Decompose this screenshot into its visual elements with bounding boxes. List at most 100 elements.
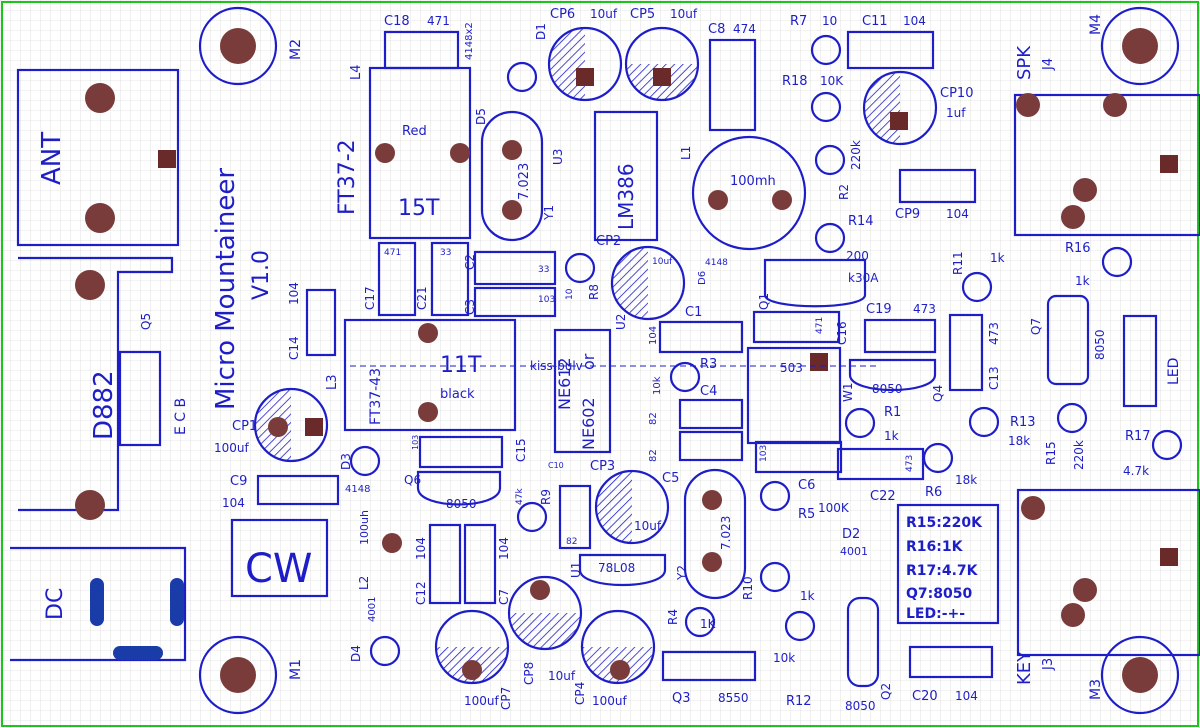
component-label-r3v: 10k	[652, 376, 663, 395]
component-label-c7: C7	[497, 589, 511, 605]
component-label-w1: W1	[841, 383, 855, 403]
component-label-l1: L1	[679, 146, 693, 160]
component-label-c8: C8	[708, 22, 725, 37]
component-label-r5: R5	[798, 507, 815, 522]
component-label-ft3743: FT37-43	[368, 368, 384, 425]
component-label-c11v: 104	[903, 14, 926, 28]
component-label-d4v: 4001	[367, 597, 378, 622]
component-label-r13: R13	[1010, 415, 1036, 430]
component-label-q3: Q3	[672, 691, 691, 706]
component-label-q3v: 8550	[718, 691, 749, 705]
component-label-m4: M4	[1088, 14, 1104, 35]
component-label-q4: Q4	[931, 385, 945, 402]
component-label-d1v: 4148x2	[464, 22, 475, 60]
watermark: kiss-bulv	[530, 359, 583, 373]
component-label-r2: R2	[837, 184, 851, 200]
component-label-c5: C5	[662, 471, 679, 486]
component-label-l2: L2	[357, 576, 371, 590]
component-label-r5v: 100K	[818, 501, 850, 515]
component-label-c19v: 473	[913, 302, 936, 316]
component-label-c1v: 104	[648, 326, 659, 345]
component-label-d4: D4	[349, 645, 363, 662]
component-label-cp10v: 1uf	[946, 106, 966, 120]
component-label-spk: SPK	[1014, 45, 1035, 80]
component-label-u2: U2	[614, 314, 628, 330]
component-label-u3: U3	[551, 149, 565, 165]
component-label-cp5: CP5	[630, 7, 655, 22]
component-label-dc: DC	[43, 588, 68, 620]
component-label-r8: R8	[587, 284, 601, 300]
component-label-r10v: 1k	[800, 589, 815, 603]
component-label-t15: 15T	[398, 196, 440, 221]
component-label-c103: 103	[411, 435, 420, 450]
component-label-c8v: 474	[733, 22, 756, 36]
component-label-cp9v: 104	[946, 207, 969, 221]
component-label-c21v: 33	[440, 248, 451, 258]
component-label-r18: R18	[782, 74, 808, 89]
note-1: R15:220K	[906, 515, 983, 531]
board-version: V1.0	[249, 250, 274, 300]
component-label-ecb: E C B	[173, 398, 189, 435]
component-label-c6: C6	[798, 478, 815, 493]
component-label-c12v: 104	[414, 537, 428, 560]
component-label-q4v: 8050	[872, 382, 903, 396]
component-label-key: KEY	[1014, 650, 1035, 685]
label-layer: Micro Mountaineer V1.0 CW kiss-bulv R15:…	[211, 168, 983, 622]
component-label-r7: R7	[790, 14, 807, 29]
component-label-r3: R3	[700, 357, 717, 372]
component-label-c14: C14	[287, 336, 301, 360]
component-label-ft372: FT37-2	[335, 139, 360, 215]
component-label-q6v: 8050	[446, 497, 477, 511]
component-label-r9: R9	[539, 489, 553, 505]
note-2: R16:1K	[906, 539, 964, 555]
component-label-q1v: k30A	[848, 271, 879, 285]
component-label-r1: R1	[884, 405, 901, 420]
component-label-ant: ANT	[37, 132, 67, 185]
component-label-cp4: CP4	[573, 682, 587, 705]
component-label-cp3v: 10uf	[634, 519, 662, 533]
component-label-red: Red	[402, 124, 427, 139]
component-label-y2v: 7.023	[719, 516, 733, 550]
component-label-r11: R11	[951, 251, 965, 275]
component-label-cp4v: 100uf	[592, 694, 628, 708]
component-label-lm386: LM386	[614, 163, 638, 230]
component-label-c1: C1	[685, 305, 702, 320]
component-label-c7v: 104	[497, 537, 511, 560]
component-label-c16: C16	[835, 321, 849, 345]
component-label-cp1: CP1	[232, 419, 257, 434]
component-label-d882: D882	[89, 370, 119, 440]
component-label-c2v: 33	[538, 265, 549, 275]
component-label-r13v: 18k	[1008, 434, 1030, 448]
component-label-d6: D6	[697, 271, 708, 285]
component-label-cp6: CP6	[550, 7, 575, 22]
component-label-q7v: 8050	[1093, 329, 1107, 360]
component-label-d2v: 4001	[840, 545, 868, 558]
component-label-m3: M3	[1088, 679, 1104, 700]
component-label-r4: R4	[666, 609, 680, 625]
component-label-cp7v: 100uf	[464, 694, 500, 708]
component-label-y1v: 7.023	[517, 163, 532, 200]
component-label-u1: U1	[569, 562, 583, 578]
component-label-r10: R10	[741, 576, 755, 600]
component-label-r6: R6	[925, 485, 942, 500]
component-label-r15: R15	[1044, 441, 1058, 465]
component-label-cp2: CP2	[596, 234, 621, 249]
component-label-c16v: 471	[815, 317, 825, 334]
component-label-r18v: 10K	[820, 74, 844, 88]
component-label-r15v: 220k	[1072, 440, 1086, 470]
component-label-q7: Q7	[1029, 318, 1043, 335]
component-label-c10: C10	[548, 461, 564, 470]
component-label-c19: C19	[866, 302, 892, 317]
component-label-c12: C12	[414, 581, 428, 605]
component-label-black: black	[440, 387, 475, 402]
component-label-d6v: 4148	[705, 258, 728, 268]
component-label-cp9: CP9	[895, 207, 920, 222]
component-label-w1v: 503	[780, 361, 803, 375]
note-4: Q7:8050	[906, 586, 972, 602]
component-label-c4: C4	[700, 384, 717, 399]
component-label-c6v: 103	[759, 445, 769, 462]
component-label-cp7: CP7	[499, 687, 513, 710]
component-label-r2v: 220k	[849, 140, 863, 170]
component-label-r11v: 1k	[990, 251, 1005, 265]
component-label-r14v: 200	[846, 249, 869, 263]
